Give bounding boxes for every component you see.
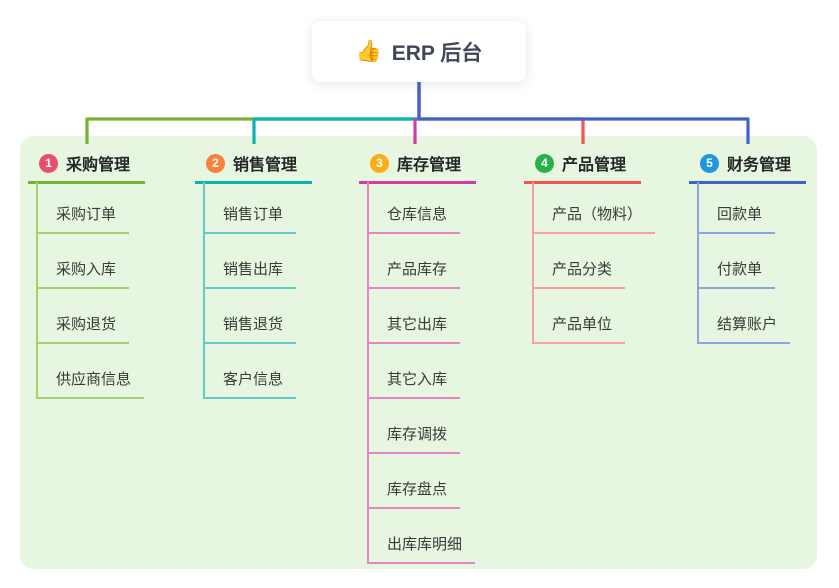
child-node[interactable]: 仓库信息 (367, 203, 461, 234)
child-node[interactable]: 销售退货 (203, 313, 297, 344)
branch-2-heading[interactable]: 2 销售管理 (195, 148, 313, 184)
child-row: 结算账户 (689, 289, 806, 344)
child-row: 销售退货 (195, 289, 312, 344)
child-row: 库存调拨 (359, 399, 476, 454)
child-node[interactable]: 其它出库 (367, 313, 461, 344)
branch-5-heading[interactable]: 5 财务管理 (689, 148, 807, 184)
branch-3-children: 仓库信息产品库存其它出库其它入库库存调拨库存盘点出库库明细 (359, 182, 476, 564)
child-node[interactable]: 销售出库 (203, 258, 297, 289)
child-node[interactable]: 产品（物料） (532, 203, 656, 234)
branch-1: 1 采购管理采购订单采购入库采购退货供应商信息 (28, 148, 146, 399)
child-node[interactable]: 结算账户 (697, 313, 791, 344)
branch-label: 销售管理 (233, 157, 298, 174)
child-row: 供应商信息 (28, 344, 145, 399)
child-node[interactable]: 采购退货 (36, 313, 130, 344)
child-row: 销售出库 (195, 234, 312, 289)
child-node[interactable]: 产品库存 (367, 258, 461, 289)
branch-4-children: 产品（物料） 产品分类产品单位 (524, 182, 656, 344)
child-row: 产品（物料） (524, 184, 656, 234)
branch-2: 2 销售管理销售订单销售出库销售退货客户信息 (195, 148, 313, 399)
thumbs-up-icon: 👍 (355, 40, 382, 63)
branch-label: 库存管理 (397, 157, 462, 174)
child-row: 产品库存 (359, 234, 476, 289)
child-node[interactable]: 采购订单 (36, 203, 130, 234)
child-node[interactable]: 付款单 (697, 258, 776, 289)
child-row: 出库库明细 (359, 509, 476, 564)
branch-number-badge: 2 (206, 153, 225, 173)
branches-panel (20, 136, 817, 569)
root-node[interactable]: 👍 ERP 后台 (312, 21, 526, 82)
branch-label: 财务管理 (727, 157, 792, 174)
child-node[interactable]: 供应商信息 (36, 368, 145, 399)
child-row: 产品分类 (524, 234, 655, 289)
child-row: 其它入库 (359, 344, 476, 399)
child-row: 付款单 (689, 234, 806, 289)
branch-number-badge: 5 (700, 153, 719, 173)
branch-4-heading[interactable]: 4 产品管理 (524, 148, 642, 184)
branch-2-children: 销售订单销售出库销售退货客户信息 (195, 182, 312, 399)
child-node[interactable]: 销售订单 (203, 203, 297, 234)
child-node[interactable]: 产品单位 (532, 313, 626, 344)
branch-5: 5 财务管理回款单付款单结算账户 (689, 148, 807, 344)
child-row: 库存盘点 (359, 454, 476, 509)
branch-5-children: 回款单付款单结算账户 (689, 182, 806, 344)
child-node[interactable]: 回款单 (697, 203, 776, 234)
branch-number-badge: 1 (39, 153, 58, 173)
root-title: ERP 后台 (391, 41, 483, 65)
child-node[interactable]: 产品分类 (532, 258, 626, 289)
child-row: 回款单 (689, 184, 806, 234)
child-node[interactable]: 采购入库 (36, 258, 130, 289)
branch-3-heading[interactable]: 3 库存管理 (359, 148, 477, 184)
branch-label: 采购管理 (66, 157, 131, 174)
child-row: 销售订单 (195, 184, 312, 234)
child-row: 采购入库 (28, 234, 145, 289)
child-node[interactable]: 其它入库 (367, 368, 461, 399)
child-row: 采购退货 (28, 289, 145, 344)
child-row: 产品单位 (524, 289, 655, 344)
branch-4: 4 产品管理产品（物料） 产品分类产品单位 (524, 148, 656, 344)
child-row: 客户信息 (195, 344, 312, 399)
child-row: 其它出库 (359, 289, 476, 344)
branch-number-badge: 3 (370, 153, 389, 173)
branch-number-badge: 4 (535, 153, 554, 173)
child-node[interactable]: 库存调拨 (367, 423, 461, 454)
child-node[interactable]: 出库库明细 (367, 533, 476, 564)
branch-3: 3 库存管理仓库信息产品库存其它出库其它入库库存调拨库存盘点出库库明细 (359, 148, 477, 564)
child-row: 仓库信息 (359, 184, 476, 234)
branch-1-children: 采购订单采购入库采购退货供应商信息 (28, 182, 145, 399)
child-row: 采购订单 (28, 184, 145, 234)
branch-1-heading[interactable]: 1 采购管理 (28, 148, 146, 184)
child-node[interactable]: 库存盘点 (367, 478, 461, 509)
child-node[interactable]: 客户信息 (203, 368, 297, 399)
branch-label: 产品管理 (562, 157, 627, 174)
